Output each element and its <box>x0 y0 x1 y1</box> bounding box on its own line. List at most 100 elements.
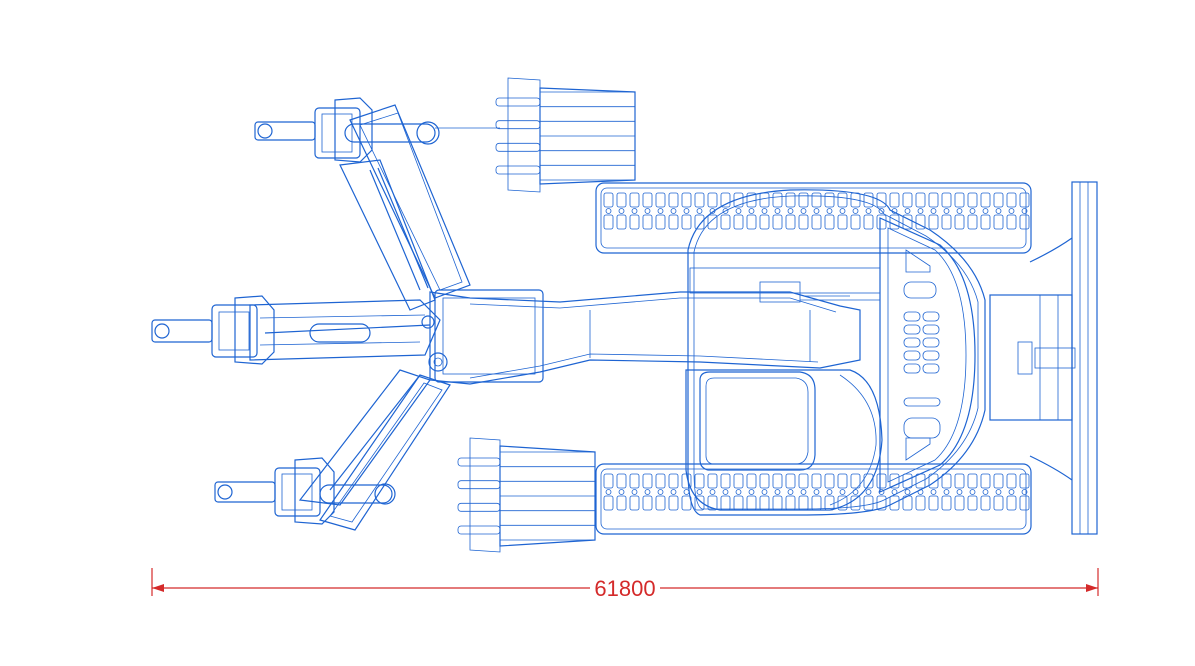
track-link <box>1019 214 1030 230</box>
track-pin <box>1021 208 1028 214</box>
track-pin <box>787 489 794 495</box>
track-link <box>876 473 887 489</box>
track-link <box>603 495 614 511</box>
track-pin <box>644 489 651 495</box>
track-link <box>707 214 718 230</box>
track-link <box>759 192 770 208</box>
track-link <box>707 473 718 489</box>
track-link <box>837 473 848 489</box>
track-pin <box>735 208 742 214</box>
track-link <box>668 214 679 230</box>
upper-crawler-track <box>595 182 1032 254</box>
track-link <box>915 495 926 511</box>
bucket-tooth <box>457 502 501 512</box>
track-link <box>954 214 965 230</box>
track-link <box>811 473 822 489</box>
track-pin <box>956 489 963 495</box>
track-link <box>681 214 692 230</box>
track-link <box>668 495 679 511</box>
track-link <box>980 192 991 208</box>
track-link <box>1006 192 1017 208</box>
track-pin <box>774 208 781 214</box>
track-link <box>772 214 783 230</box>
track-link <box>681 495 692 511</box>
track-pin <box>995 208 1002 214</box>
track-pin <box>969 208 976 214</box>
track-link <box>746 495 757 511</box>
track-link <box>616 214 627 230</box>
dozer-blade <box>989 181 1098 535</box>
track-link <box>720 214 731 230</box>
track-link <box>1019 192 1030 208</box>
track-link <box>772 495 783 511</box>
track-link <box>694 495 705 511</box>
grille-slot <box>903 311 921 322</box>
track-link <box>941 495 952 511</box>
track-pin <box>761 208 768 214</box>
track-link <box>941 214 952 230</box>
track-link <box>967 214 978 230</box>
track-pin <box>904 208 911 214</box>
grille-slot <box>903 363 921 374</box>
track-link <box>863 192 874 208</box>
track-pin <box>605 489 612 495</box>
track-link <box>876 214 887 230</box>
track-link <box>798 473 809 489</box>
track-pin <box>956 208 963 214</box>
track-link <box>837 192 848 208</box>
track-link <box>1019 495 1030 511</box>
track-link <box>980 495 991 511</box>
track-link <box>785 473 796 489</box>
track-link <box>707 495 718 511</box>
track-link <box>863 473 874 489</box>
track-link <box>928 214 939 230</box>
track-link <box>746 214 757 230</box>
track-link <box>811 192 822 208</box>
track-pin <box>774 489 781 495</box>
track-pin <box>826 489 833 495</box>
track-link <box>655 192 666 208</box>
track-link <box>967 192 978 208</box>
track-pin <box>943 489 950 495</box>
track-pin <box>696 489 703 495</box>
track-link <box>772 192 783 208</box>
track-link <box>954 495 965 511</box>
track-link <box>824 495 835 511</box>
main-boom <box>421 289 861 385</box>
track-pin <box>800 489 807 495</box>
track-pin <box>644 208 651 214</box>
track-pin <box>865 489 872 495</box>
overall-length-label: 61800 <box>594 576 655 601</box>
track-pin <box>878 489 885 495</box>
track-pin <box>709 489 716 495</box>
track-link <box>967 473 978 489</box>
track-link <box>837 495 848 511</box>
track-link <box>707 192 718 208</box>
track-pin <box>787 208 794 214</box>
upper-bucket <box>495 77 636 193</box>
track-pin <box>1021 489 1028 495</box>
track-link <box>889 214 900 230</box>
track-pin <box>722 208 729 214</box>
track-pin <box>670 208 677 214</box>
track-link <box>1006 214 1017 230</box>
track-pin <box>722 489 729 495</box>
track-link <box>811 495 822 511</box>
arm-upper <box>339 104 471 311</box>
track-link <box>694 214 705 230</box>
grille-slot <box>922 324 940 335</box>
track-pin <box>683 489 690 495</box>
track-pin <box>748 489 755 495</box>
upper-structure <box>685 189 986 516</box>
track-link <box>668 192 679 208</box>
track-link <box>993 473 1004 489</box>
track-pin <box>657 208 664 214</box>
track-pin <box>943 208 950 214</box>
track-pin <box>605 208 612 214</box>
track-link <box>850 214 861 230</box>
track-link <box>720 473 731 489</box>
track-link <box>785 214 796 230</box>
lower-attachment-head <box>214 457 335 525</box>
track-link <box>889 192 900 208</box>
track-pin <box>618 489 625 495</box>
